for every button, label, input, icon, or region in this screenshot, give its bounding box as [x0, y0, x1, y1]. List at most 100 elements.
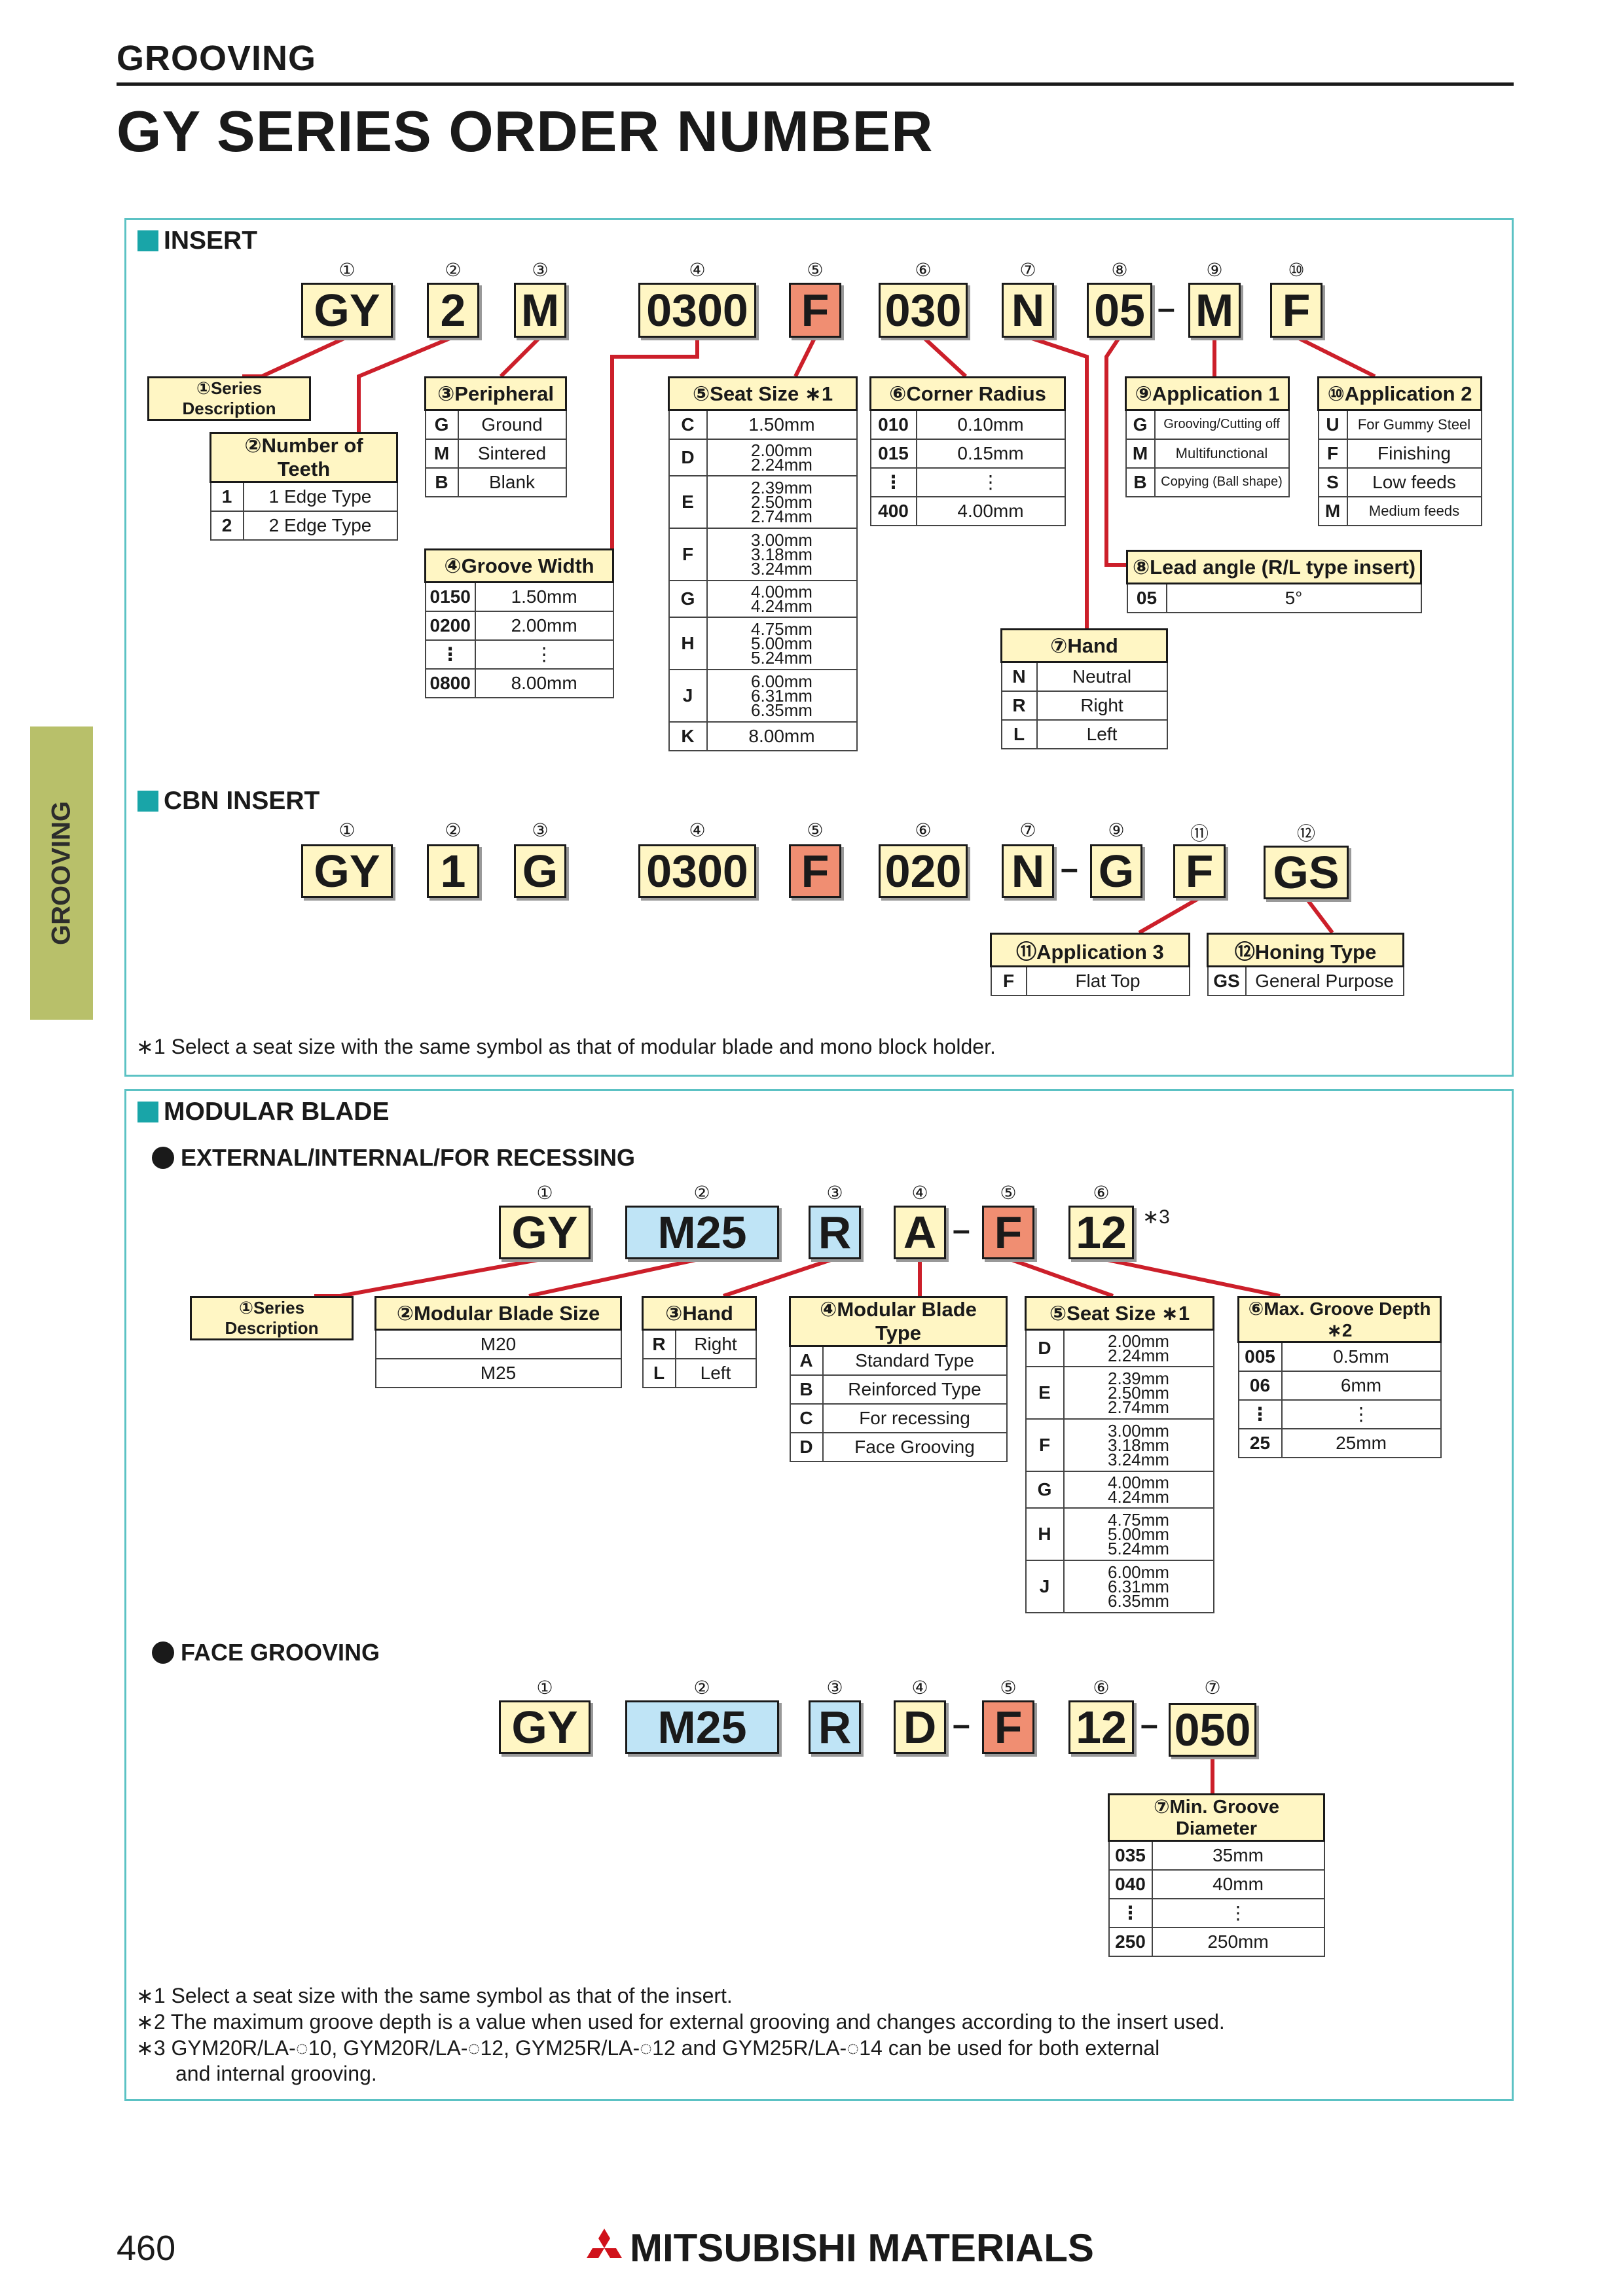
table-cell: K: [668, 721, 708, 751]
table-cell: ⋮: [1151, 1897, 1325, 1928]
modular-label: MODULAR BLADE: [164, 1098, 390, 1126]
table-cell: S: [1317, 467, 1348, 497]
table-cell: D: [668, 438, 708, 476]
table-cell: Flat Top: [1025, 965, 1190, 996]
modular-note-2: ∗2 The maximum groove depth is a value w…: [136, 2010, 1225, 2034]
face-code-diameter: 050: [1169, 1703, 1256, 1757]
table-cell: J: [668, 668, 708, 723]
table-cell: ⋮: [1108, 1897, 1153, 1928]
seat-value: 6.31mm: [751, 685, 812, 706]
table-cell: M25: [374, 1357, 622, 1388]
face-grooving-label: FACE GROOVING: [181, 1639, 380, 1666]
table-cell: 05: [1126, 583, 1167, 613]
brand-name: MITSUBISHI MATERIALS: [630, 2226, 1094, 2270]
cbn-note: ∗1 Select a seat size with the same symb…: [136, 1035, 996, 1058]
table-cell: F: [990, 965, 1027, 996]
table-cell: D: [1025, 1329, 1065, 1367]
table-cell: 40mm: [1151, 1869, 1325, 1899]
table-cell: 8.00mm: [706, 721, 858, 751]
table-cell: L: [642, 1357, 676, 1388]
seat-value: 4.75mm: [1108, 1509, 1169, 1530]
table-cell: 0.10mm: [915, 409, 1066, 440]
table-cell: 1.50mm: [706, 409, 858, 440]
face-code-depth: 12: [1068, 1700, 1134, 1754]
table-cell: Reinforced Type: [822, 1374, 1008, 1405]
table-cell: ⋮: [1237, 1399, 1283, 1429]
modular-pos-2: ②: [693, 1183, 710, 1203]
table-cell: B: [1125, 467, 1156, 497]
seat-value: 2.39mm: [751, 477, 812, 497]
cbn-code-app1: G: [1090, 844, 1142, 898]
modular-pos-1: ①: [536, 1183, 553, 1203]
table-cell: 0.5mm: [1281, 1341, 1442, 1372]
table-cell: G: [668, 579, 708, 618]
table-cell: E: [668, 475, 708, 529]
external-subtitle: EXTERNAL/INTERNAL/FOR RECESSING: [152, 1144, 635, 1172]
table-cell: Medium feeds: [1346, 495, 1482, 526]
groove-depth-title: ⑥Max. Groove Depth ∗2: [1237, 1296, 1442, 1343]
cbn-section-title: CBN INSERT: [137, 787, 319, 816]
table-cell: 0200: [424, 610, 476, 641]
seat-value: 4.00mm: [1108, 1472, 1169, 1492]
insert-pos-4: ④: [689, 260, 706, 280]
table-cell: 35mm: [1151, 1840, 1325, 1871]
modular-code-hand: R: [809, 1206, 861, 1259]
table-cell: 0150: [424, 581, 476, 612]
table-cell: 400: [869, 495, 917, 526]
table-cell: ⋮: [869, 467, 917, 497]
cbn-code-app3: F: [1173, 844, 1226, 898]
teeth-title: ②Number of Teeth: [210, 432, 398, 483]
face-code-size: M25: [625, 1700, 779, 1754]
cbn-code-series: GY: [301, 844, 393, 898]
table-cell: 5°: [1165, 583, 1422, 613]
insert-code-groove-width: 0300: [638, 283, 756, 338]
cbn-label: CBN INSERT: [164, 787, 320, 815]
modular-note-3: ∗3 GYM20R/LA-◌10, GYM20R/LA-◌12, GYM25R/…: [136, 2036, 1160, 2060]
cbn-code-corner-radius: 020: [879, 844, 968, 898]
seat-value: 3.24mm: [1108, 1449, 1169, 1469]
table-cell: 8.00mm: [474, 668, 614, 698]
section-marker: [137, 230, 158, 251]
insert-code-corner-radius: 030: [879, 283, 968, 338]
cbn-pos-4: ④: [689, 820, 706, 840]
table-cell: H: [668, 616, 708, 670]
modular-series-table: ①Series Description: [190, 1296, 354, 1340]
modular-code-series: GY: [499, 1206, 591, 1259]
cbn-pos-12: ⑫: [1296, 823, 1315, 844]
mitsubishi-logo-icon: [587, 2228, 622, 2258]
table-cell: 0800: [424, 668, 476, 698]
cbn-code-honing: GS: [1264, 846, 1349, 899]
blade-size-title: ②Modular Blade Size: [374, 1296, 622, 1331]
modular-code-seat: F: [982, 1206, 1034, 1259]
table-cell: 015: [869, 438, 917, 469]
modular-dash: –: [953, 1213, 970, 1247]
modular-note-1: ∗1 Select a seat size with the same symb…: [136, 1984, 733, 2007]
table-cell: 1 Edge Type: [242, 481, 398, 512]
insert-code-lead-angle: 05: [1087, 283, 1152, 338]
table-cell: 250: [1108, 1926, 1153, 1957]
